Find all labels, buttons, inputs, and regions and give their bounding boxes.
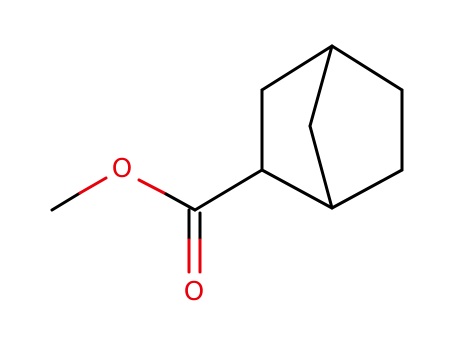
bond-c6-c1 xyxy=(330,168,404,210)
bond-o-carbonyl xyxy=(137,178,197,212)
bond-methyl-o xyxy=(50,176,108,212)
bond-carbonyl-ring xyxy=(193,168,264,212)
carbonyl-oxygen-label: O xyxy=(184,277,204,307)
ester-oxygen-label: O xyxy=(112,154,132,184)
bond-c3-c4 xyxy=(260,44,334,92)
bond-carbonyl-double xyxy=(187,208,202,274)
bond-c4-c5 xyxy=(330,44,404,92)
bond-c4-bridge xyxy=(308,44,334,128)
bond-bridge-c1 xyxy=(308,124,334,210)
bond-c1-c2 xyxy=(260,168,334,210)
